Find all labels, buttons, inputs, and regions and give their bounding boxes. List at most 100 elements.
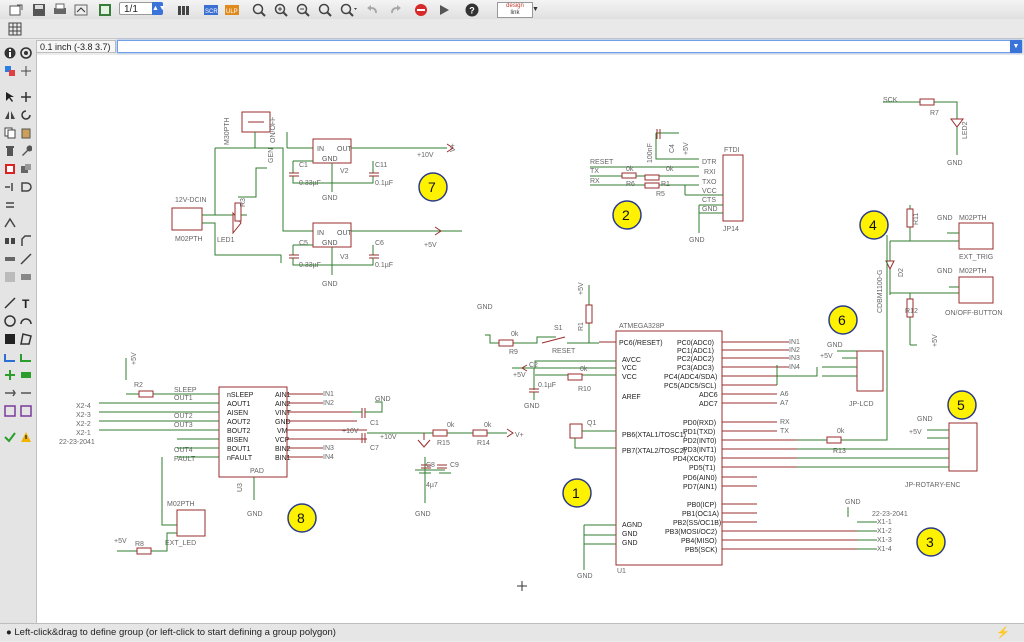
chevron-down-icon[interactable]: ▼ — [532, 6, 539, 13]
mirror-icon[interactable] — [3, 108, 17, 122]
d2-diode[interactable] — [885, 260, 895, 271]
regulator-v2[interactable] — [312, 138, 352, 164]
delete-icon[interactable] — [3, 144, 17, 158]
r1-resistor[interactable] — [585, 304, 593, 324]
jp-lcd-header[interactable] — [856, 350, 884, 392]
r11-resistor[interactable] — [906, 208, 914, 228]
rotate-icon[interactable] — [19, 108, 33, 122]
command-line-input[interactable]: ▼ — [117, 40, 1022, 53]
r8-resistor[interactable] — [136, 547, 152, 555]
move-icon[interactable] — [19, 90, 33, 104]
smash-icon[interactable] — [19, 252, 33, 266]
value-icon[interactable] — [3, 252, 17, 266]
r6-resistor[interactable] — [621, 172, 637, 179]
chevron-down-icon[interactable]: ▲▼ — [152, 2, 166, 15]
zoom-fit-icon[interactable] — [252, 2, 266, 17]
ulp-icon[interactable]: ULP — [224, 2, 240, 17]
export-icon[interactable] — [74, 2, 88, 17]
r2-resistor[interactable] — [138, 390, 154, 398]
ext-trig-connector[interactable] — [958, 222, 994, 250]
junction-icon[interactable] — [3, 368, 17, 382]
page-selector[interactable]: 1/1▲▼ — [119, 2, 166, 15]
dimension-icon[interactable] — [19, 386, 33, 400]
r7-resistor[interactable] — [919, 98, 935, 106]
miter-icon[interactable] — [19, 234, 33, 248]
jp-rotary-header[interactable] — [948, 422, 978, 472]
select-arrow-icon[interactable] — [3, 90, 17, 104]
arc-icon[interactable] — [19, 314, 33, 328]
rectangle-icon[interactable] — [3, 332, 17, 346]
info-icon[interactable] — [3, 46, 17, 60]
net-icon[interactable] — [19, 350, 33, 364]
q1-crystal[interactable] — [569, 423, 583, 439]
modules-icon[interactable] — [19, 404, 33, 418]
r10-resistor[interactable] — [567, 373, 583, 381]
show-icon[interactable] — [19, 46, 33, 60]
zoom-select-icon[interactable] — [340, 2, 358, 17]
print-icon[interactable] — [53, 2, 67, 17]
motor-driver-chip[interactable] — [218, 386, 288, 478]
open-file-icon[interactable] — [8, 2, 24, 17]
r1-resistor-ftdi[interactable] — [644, 174, 660, 181]
r3-resistor[interactable] — [234, 202, 242, 222]
onoff-button-connector[interactable] — [958, 276, 994, 304]
r5-resistor[interactable] — [644, 182, 660, 189]
r14-value: 0k — [484, 422, 492, 429]
stop-icon[interactable] — [414, 2, 428, 17]
r15-resistor[interactable] — [432, 429, 448, 437]
r9-resistor[interactable] — [498, 339, 514, 347]
zoom-out-icon[interactable] — [296, 2, 310, 17]
help-icon[interactable]: ? — [465, 2, 479, 17]
polygon-icon[interactable] — [19, 332, 33, 346]
net-label-icon[interactable] — [19, 368, 33, 382]
label-icon[interactable] — [19, 270, 33, 284]
bus-icon[interactable] — [3, 350, 17, 364]
replace-icon[interactable] — [19, 162, 33, 176]
go-icon[interactable] — [437, 2, 451, 17]
layers-icon[interactable] — [3, 64, 17, 78]
save-icon[interactable] — [32, 2, 46, 17]
r12-resistor[interactable] — [906, 298, 914, 318]
txo-label: TXO — [702, 179, 717, 186]
zoom-in-icon[interactable] — [274, 2, 288, 17]
r14-resistor[interactable] — [472, 429, 488, 437]
paste-icon[interactable] — [19, 126, 33, 140]
regulator-v3[interactable] — [312, 222, 352, 248]
undo-icon[interactable] — [366, 2, 380, 17]
mark-icon[interactable] — [19, 64, 33, 78]
warning-icon[interactable] — [19, 430, 33, 444]
invoke-icon[interactable] — [3, 180, 17, 194]
chevron-down-icon[interactable]: ▼ — [1010, 40, 1022, 53]
add-icon[interactable] — [3, 162, 17, 176]
wrench-icon[interactable] — [19, 144, 33, 158]
split-icon[interactable] — [3, 216, 17, 230]
dcin-connector[interactable] — [171, 207, 203, 231]
pinswap-icon[interactable] — [3, 234, 17, 248]
gnd-ftdi-label-b: GND — [689, 237, 705, 244]
circle-icon[interactable] — [3, 314, 17, 328]
ftdi-header[interactable] — [722, 154, 744, 222]
redo-icon[interactable] — [388, 2, 402, 17]
grid-icon[interactable] — [8, 21, 24, 36]
frame-icon[interactable] — [3, 404, 17, 418]
zoom-redraw-icon[interactable] — [318, 2, 332, 17]
led2-diode[interactable] — [950, 118, 964, 128]
swap-icon[interactable] — [3, 198, 17, 212]
copy-icon[interactable] — [3, 126, 17, 140]
svg-text:SCR: SCR — [205, 9, 218, 15]
schematic-canvas[interactable]: .w{stroke:#2f7d2f;stroke-width:1;fill:no… — [37, 55, 1024, 623]
gate-icon[interactable] — [19, 180, 33, 194]
rx-net-label: RX — [590, 178, 600, 185]
wire-icon[interactable] — [3, 296, 17, 310]
name-icon[interactable] — [3, 270, 17, 284]
text-icon[interactable]: T — [19, 296, 33, 310]
library-icon[interactable] — [177, 2, 191, 17]
r13-resistor[interactable] — [826, 436, 842, 444]
erc-icon[interactable] — [3, 430, 17, 444]
attribute-icon[interactable] — [3, 386, 17, 400]
ext-led-connector[interactable] — [176, 509, 206, 537]
board-icon[interactable] — [98, 2, 112, 17]
script-icon[interactable]: SCR — [203, 2, 219, 17]
atmega328p-chip[interactable] — [615, 330, 723, 566]
